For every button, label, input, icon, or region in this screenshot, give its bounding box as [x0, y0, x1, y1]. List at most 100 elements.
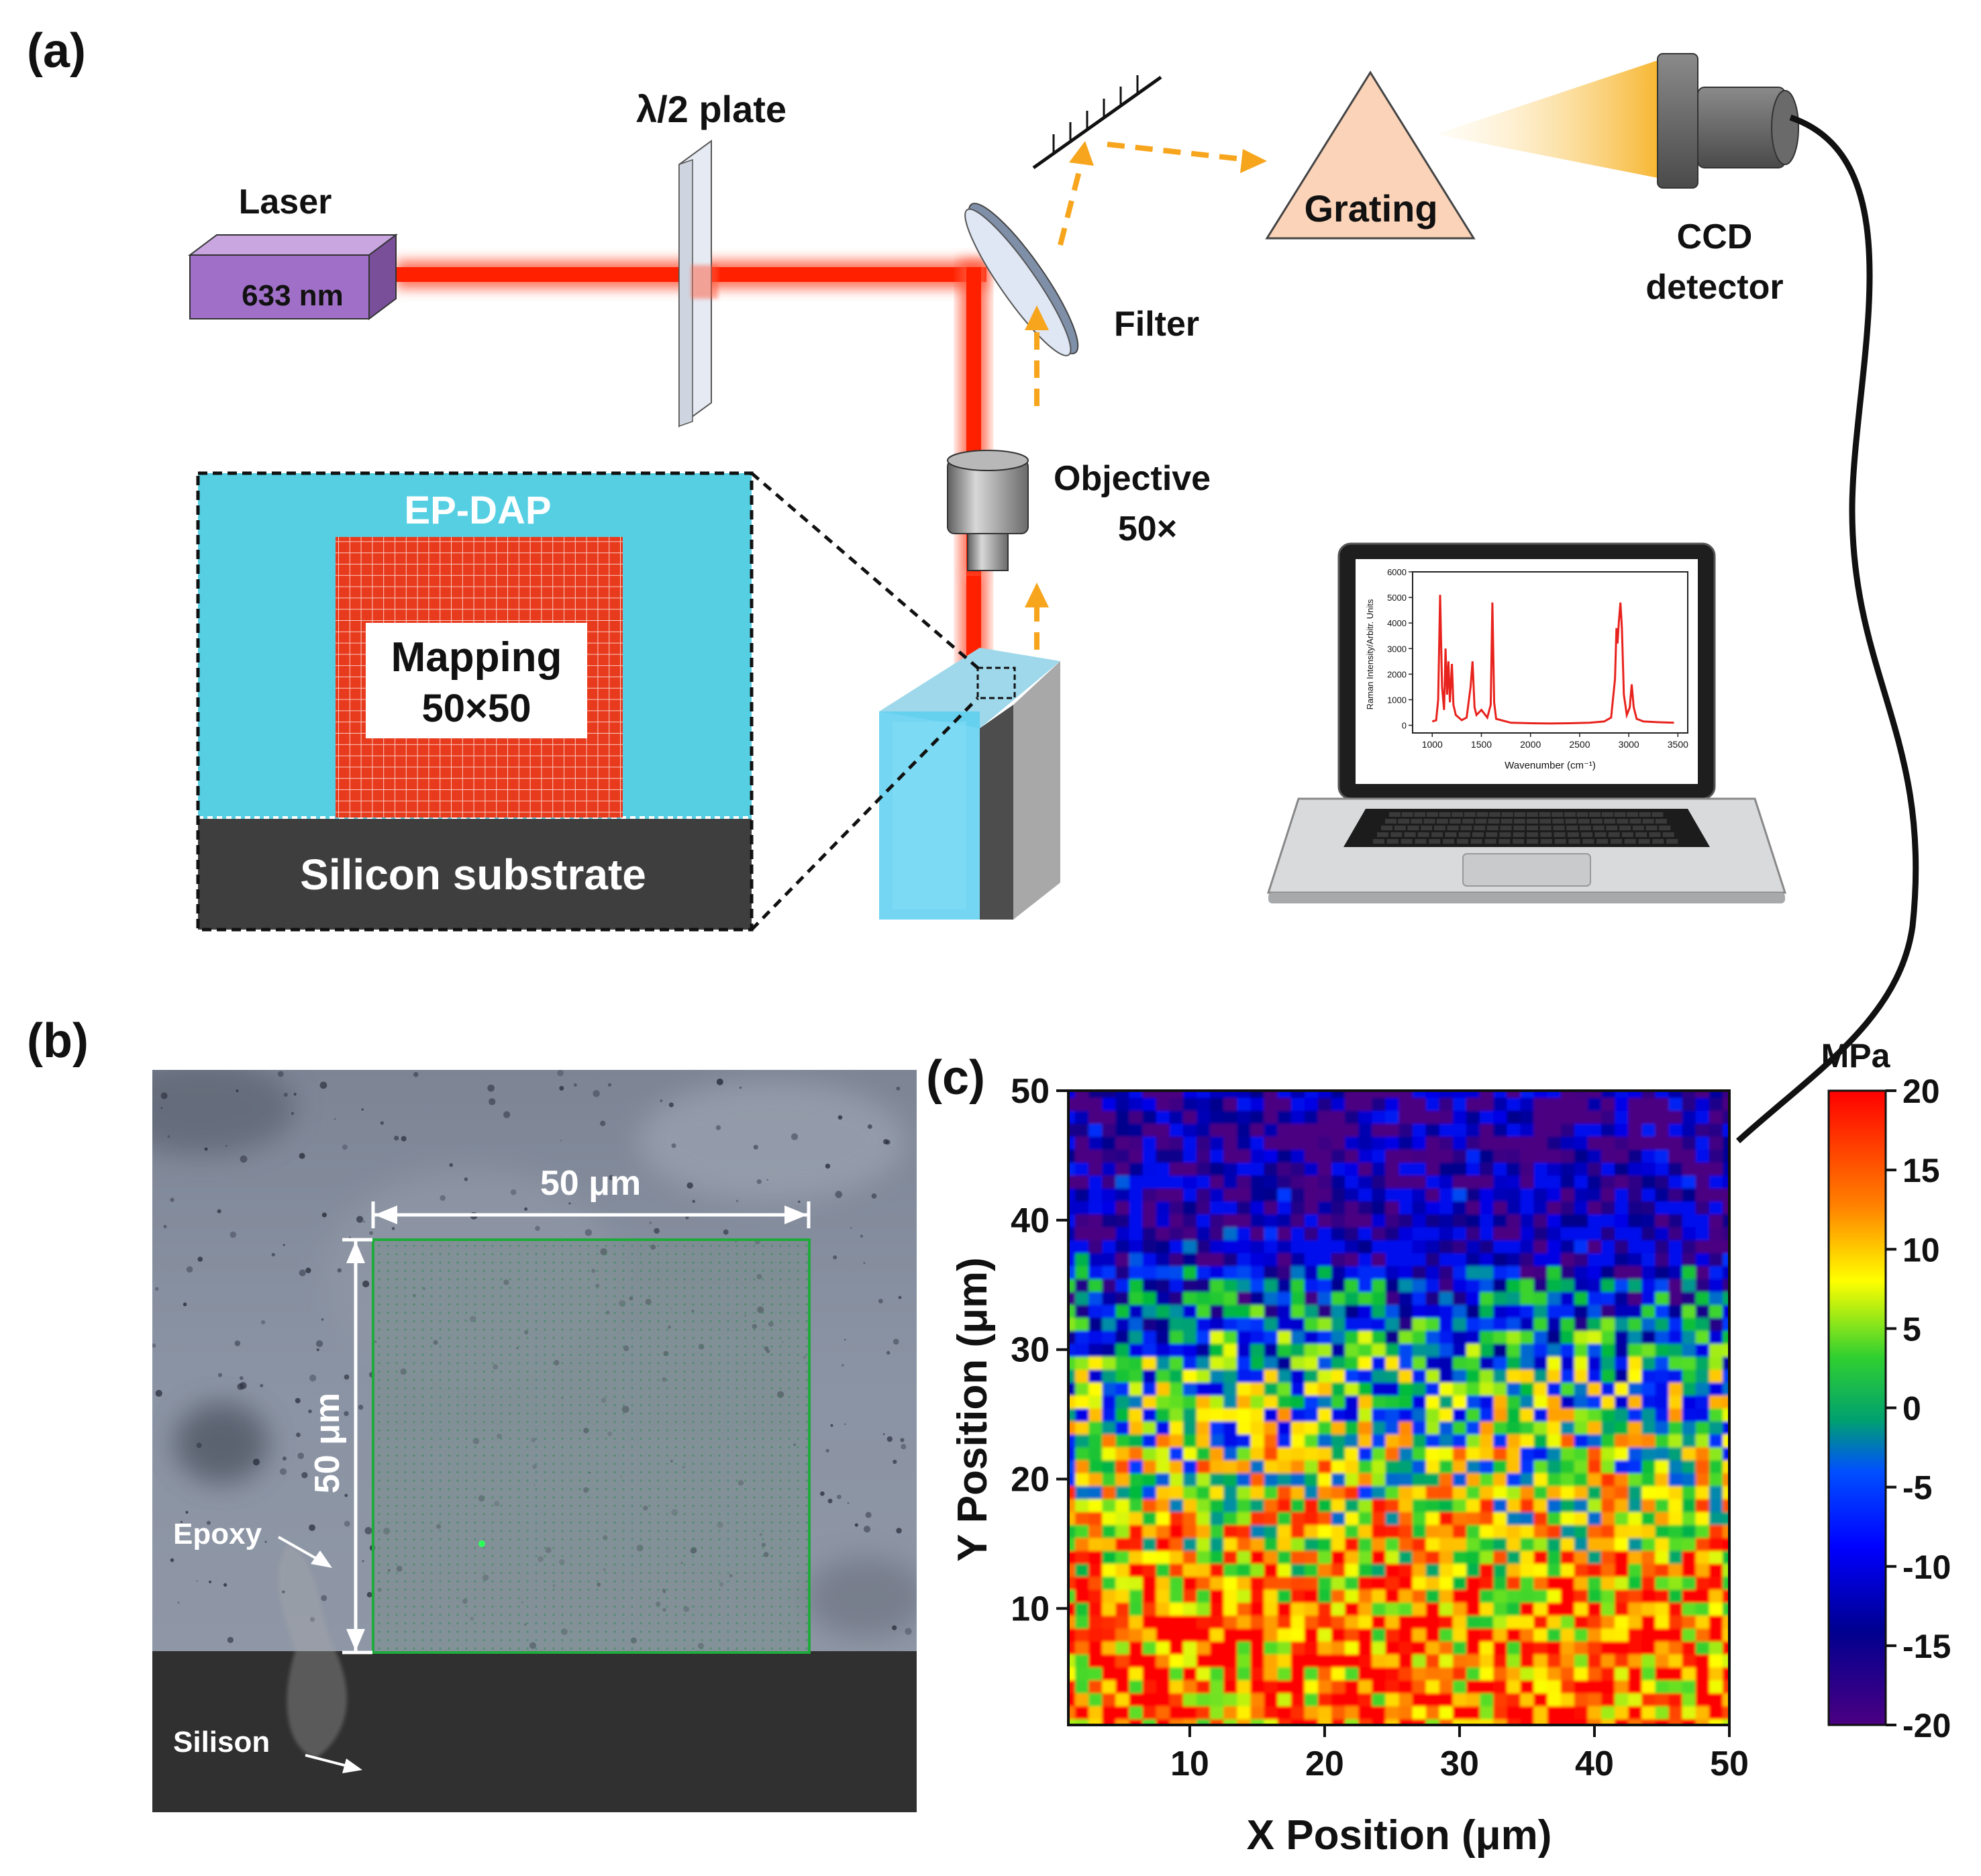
keyboard-key	[1436, 819, 1448, 824]
heatmap-cell	[1169, 1550, 1184, 1564]
heatmap-cell	[1277, 1356, 1292, 1370]
heatmap-cell	[1641, 1136, 1656, 1150]
heatmap-cell	[1115, 1091, 1130, 1098]
heatmap-cell	[1574, 1628, 1588, 1642]
heatmap-cell	[1142, 1395, 1157, 1409]
heatmap-cell	[1533, 1537, 1548, 1551]
heatmap-cell	[1574, 1278, 1588, 1292]
heatmap-cell	[1250, 1679, 1265, 1693]
speckle	[739, 1086, 742, 1089]
heatmap-cell	[1480, 1706, 1494, 1720]
heatmap-cell	[1668, 1356, 1683, 1370]
heatmap-cell	[1264, 1472, 1278, 1487]
keyboard-key	[1581, 832, 1593, 837]
heatmap-cell	[1250, 1200, 1265, 1215]
heatmap-cell	[1182, 1356, 1197, 1370]
heatmap-cell	[1317, 1718, 1332, 1725]
heatmap-cell	[1452, 1420, 1467, 1435]
heatmap-cell	[1695, 1395, 1710, 1409]
heatmap-cell	[1466, 1291, 1481, 1305]
speckle	[237, 1383, 244, 1391]
heatmap-cell	[1439, 1563, 1454, 1577]
heatmap-cell	[1345, 1162, 1360, 1176]
heatmap-cell	[1331, 1576, 1346, 1590]
heatmap-cell	[1237, 1653, 1252, 1668]
heatmap-cell	[1345, 1109, 1360, 1124]
heatmap-cell	[1317, 1563, 1332, 1577]
heatmap-cell	[1722, 1446, 1729, 1461]
heatmap-cell	[1466, 1162, 1481, 1176]
heatmap-cell	[1331, 1667, 1346, 1681]
heatmap-cell	[1317, 1679, 1332, 1693]
heatmap-cell	[1210, 1109, 1225, 1124]
heatmap-cell	[1075, 1706, 1090, 1720]
heatmap-cell	[1102, 1278, 1117, 1292]
heatmap-cell	[1385, 1550, 1400, 1564]
heatmap-cell	[1115, 1369, 1130, 1383]
keyboard-key	[1610, 839, 1622, 844]
heatmap-cell	[1372, 1692, 1386, 1707]
heatmap-cell	[1439, 1239, 1454, 1254]
heatmap-cell	[1425, 1679, 1440, 1693]
heatmap-cell	[1331, 1679, 1346, 1693]
heatmap-cell	[1129, 1434, 1144, 1448]
heatmap-cell	[1709, 1278, 1723, 1292]
heatmap-cell	[1264, 1615, 1278, 1629]
heatmap-cell	[1237, 1472, 1252, 1487]
heatmap-cell	[1182, 1537, 1197, 1551]
heatmap-cell	[1480, 1395, 1494, 1409]
heatmap-cell	[1412, 1576, 1427, 1590]
heatmap-cell	[1182, 1162, 1197, 1176]
heatmap-cell	[1533, 1148, 1548, 1163]
keyboard-key	[1649, 832, 1661, 837]
heatmap-cell	[1520, 1550, 1535, 1564]
heatmap-cell	[1088, 1706, 1103, 1720]
heatmap-cell	[1587, 1148, 1602, 1163]
heatmap-cell	[1304, 1692, 1319, 1707]
heatmap-cell	[1290, 1485, 1305, 1499]
heatmap-cell	[1507, 1692, 1521, 1707]
heatmap-cell	[1587, 1679, 1602, 1693]
heatmap-cell	[1197, 1369, 1211, 1383]
heatmap-cell	[1345, 1239, 1360, 1254]
heatmap-cell	[1615, 1563, 1629, 1577]
heatmap-cell	[1264, 1175, 1278, 1189]
heatmap-cell	[1628, 1718, 1643, 1725]
heatmap-cell	[1304, 1485, 1319, 1499]
heatmap-cell	[1358, 1511, 1373, 1526]
heatmap-cell	[1493, 1252, 1508, 1267]
heatmap-cell	[1210, 1252, 1225, 1267]
keyboard-key	[1592, 826, 1605, 830]
heatmap-cell	[1129, 1524, 1144, 1538]
heatmap-cell	[1655, 1162, 1670, 1176]
heatmap-cell	[1507, 1091, 1521, 1098]
heatmap-cell	[1628, 1524, 1643, 1538]
heatmap-cell	[1641, 1498, 1656, 1512]
heatmap-cell	[1237, 1200, 1252, 1215]
heatmap-cell	[1142, 1692, 1157, 1707]
heatmap-cell	[1668, 1563, 1683, 1577]
heatmap-cell	[1399, 1667, 1413, 1681]
heatmap-cell	[1197, 1265, 1211, 1279]
heatmap-cell	[1331, 1563, 1346, 1577]
speckle	[844, 1423, 846, 1425]
heatmap-cell	[1722, 1537, 1729, 1551]
speckle	[180, 1520, 183, 1524]
heatmap-cell	[1385, 1446, 1400, 1461]
heatmap-cell	[1682, 1718, 1696, 1725]
heatmap-cell	[1412, 1434, 1427, 1448]
heatmap-cell	[1452, 1472, 1467, 1487]
heatmap-cell	[1250, 1239, 1265, 1254]
heatmap-cell	[1156, 1304, 1170, 1318]
heatmap-cell	[1722, 1653, 1729, 1668]
heatmap-cell	[1412, 1653, 1427, 1668]
heatmap-cell	[1290, 1369, 1305, 1383]
heatmap-cell	[1210, 1498, 1225, 1512]
heatmap-cell	[1574, 1330, 1588, 1344]
heatmap-cell	[1452, 1589, 1467, 1603]
heatmap-cell	[1547, 1524, 1562, 1538]
heatmap-cell	[1547, 1640, 1562, 1655]
heatmap-cell	[1668, 1162, 1683, 1176]
heatmap-cell	[1068, 1563, 1076, 1577]
heatmap-cell	[1102, 1239, 1117, 1254]
